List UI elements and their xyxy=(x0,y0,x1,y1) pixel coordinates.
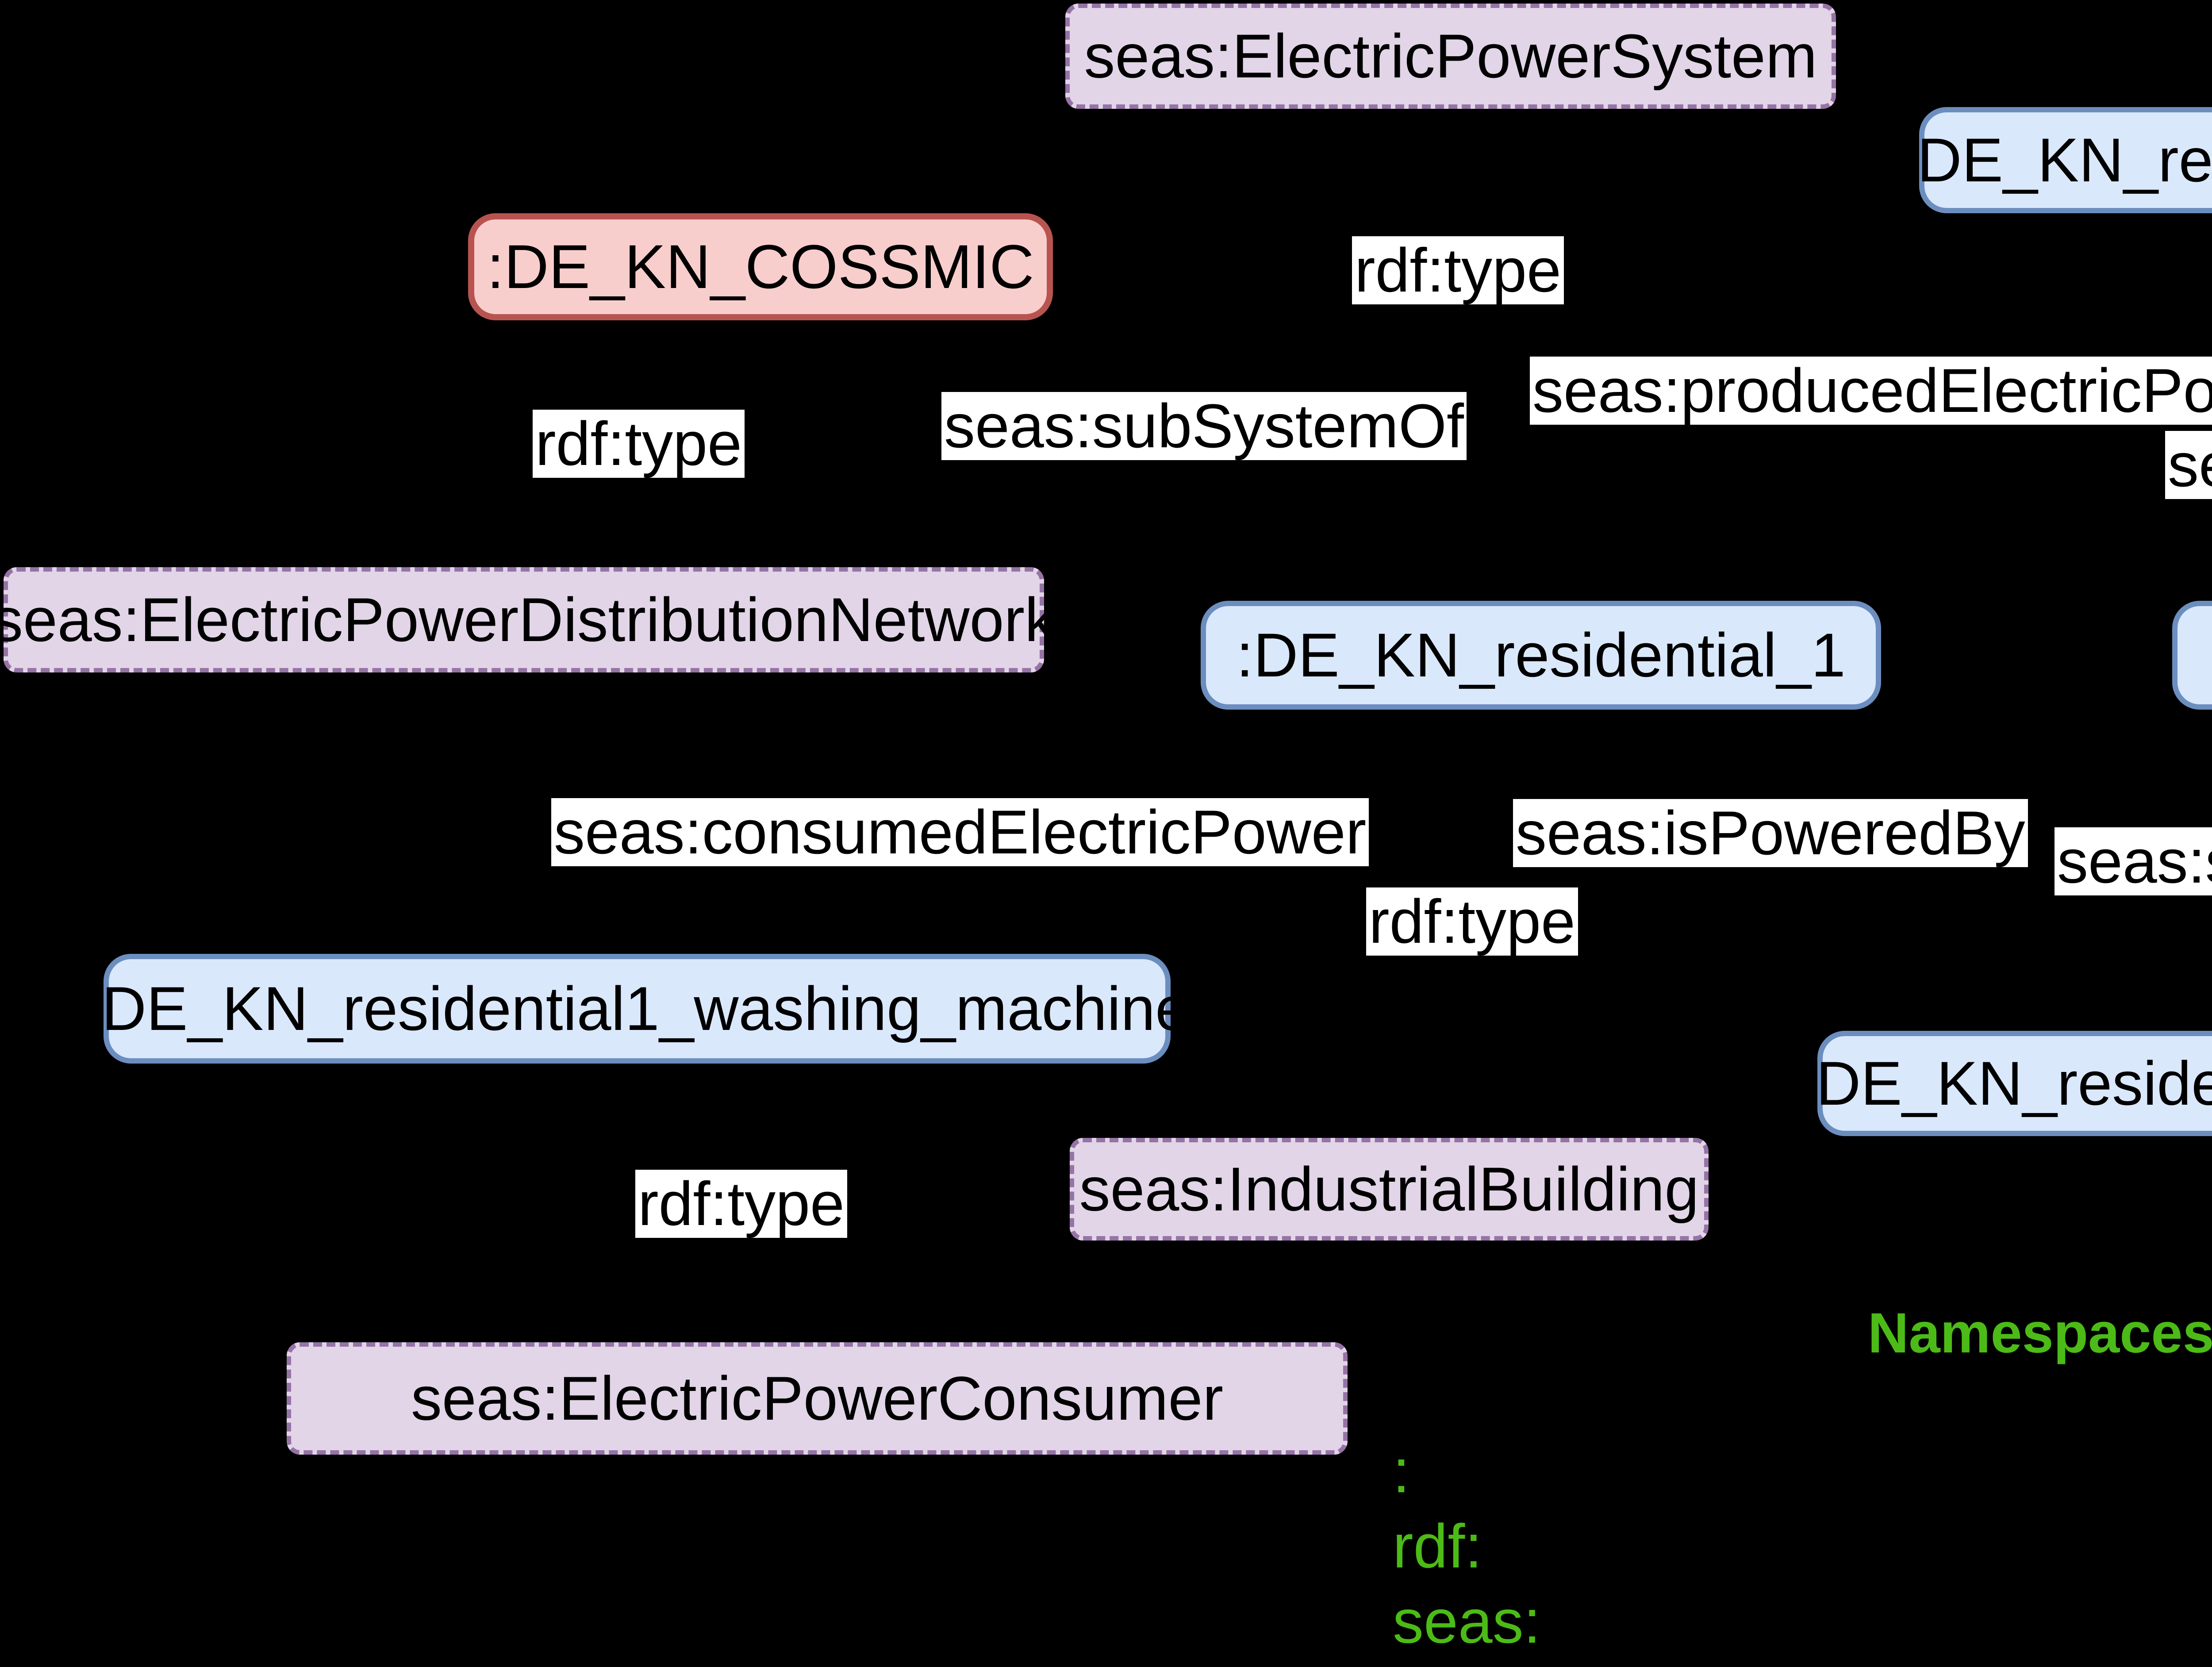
edge-label-sub-system-of-top: seas:subSystemOf xyxy=(941,392,1467,460)
edge-label-rdf-type-top: rdf:type xyxy=(1352,236,1564,304)
edge-label-is-powered-by-mid: seas:isPoweredBy xyxy=(1513,799,2028,867)
namespaces-heading: Namespaces: xyxy=(1868,1302,2212,1365)
node-de-kn-grid: :DE_KN_grid xyxy=(2172,601,2212,710)
edge-label-produced-electric-power: seas:producedElectricPower xyxy=(1530,357,2212,425)
node-industrial-building: seas:IndustrialBuilding xyxy=(1070,1138,1709,1241)
node-de-kn-redisential1-pv-1: :DE_KN_redisential1_pv_1 xyxy=(1900,107,2212,213)
node-electric-power-consumer: seas:ElectricPowerConsumer xyxy=(287,1342,1348,1455)
edge-label-is-powered-by-top: seas:isPoweredBy xyxy=(2165,431,2212,499)
namespaces-list: : rdf: seas: xyxy=(1393,1433,1541,1659)
edge-label-consumed-electric-power: seas:consumedElectricPower xyxy=(551,798,1369,866)
edge-label-rdf-type-mid: rdf:type xyxy=(1366,887,1578,956)
edge-label-sub-system-of-mid: seas:subSystemOf xyxy=(2055,827,2212,895)
edge-label-rdf-type-left: rdf:type xyxy=(533,410,745,478)
namespace-rdf-prefix: rdf: xyxy=(1393,1511,1482,1581)
node-de-kn-cossmic: :DE_KN_COSSMIC xyxy=(468,213,1053,320)
node-electric-power-distribution-network: seas:ElectricPowerDistributionNetwork xyxy=(0,567,1056,672)
node-electric-power-system: seas:ElectricPowerSystem xyxy=(1065,4,1836,109)
namespace-seas-prefix: seas: xyxy=(1393,1586,1541,1656)
edge-label-rdf-type-bottom: rdf:type xyxy=(635,1170,847,1238)
node-de-kn-residential-1: :DE_KN_residential_1 xyxy=(1201,601,1881,710)
namespace-default-prefix: : xyxy=(1393,1436,1410,1506)
node-de-kn-residential1-washing-machine: :DE_KN_residential1_washing_machine xyxy=(84,954,1190,1064)
node-de-kn-residential1-grid-import: :DE_KN_residential1_grid_import xyxy=(1799,1031,2212,1136)
